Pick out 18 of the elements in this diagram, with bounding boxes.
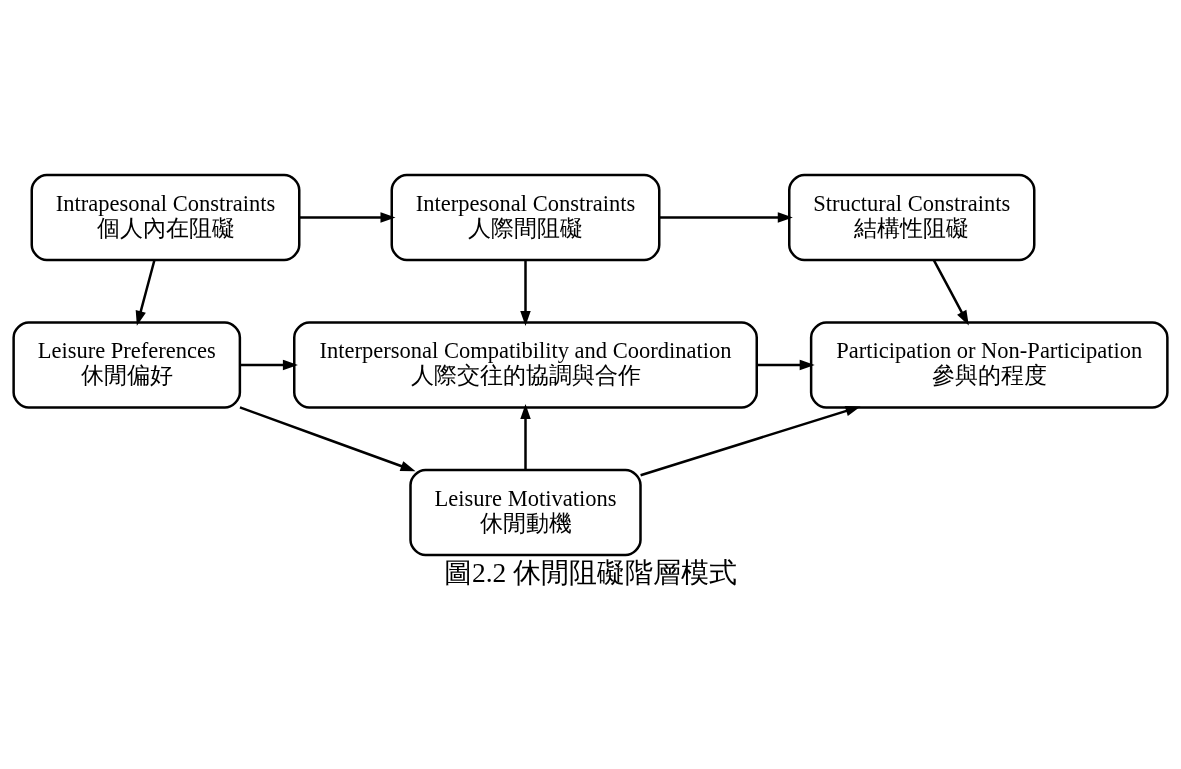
caption: 圖2.2 休閒阻礙階層模式 (443, 556, 738, 588)
arrow (520, 259, 531, 326)
arrow (756, 359, 815, 370)
node-box: Leisure Preferences 休閒偏好 (12, 320, 242, 409)
arrow (520, 403, 531, 470)
node-box: Intrapesonal Constraints 個人內在阻礙 (30, 173, 301, 261)
node-box: Leisure Motivations 休閒動機 (409, 468, 642, 556)
node-box: Interpersonal Compatibility and Coordination 人際交往的協調與合作 (293, 320, 758, 409)
arrow (640, 405, 861, 476)
arrow (932, 259, 969, 326)
arrow (299, 211, 396, 223)
arrow (135, 259, 156, 326)
node-box: Interpesonal Constraints 人際間阻礙 (390, 173, 661, 261)
node-box: Structural Constraints 結構性阻礙 (788, 173, 1036, 261)
arrow (240, 359, 298, 370)
node-box: Participation or Non-Participation 參與的程度 (809, 320, 1169, 409)
arrow (659, 211, 793, 223)
arrow (239, 405, 416, 471)
